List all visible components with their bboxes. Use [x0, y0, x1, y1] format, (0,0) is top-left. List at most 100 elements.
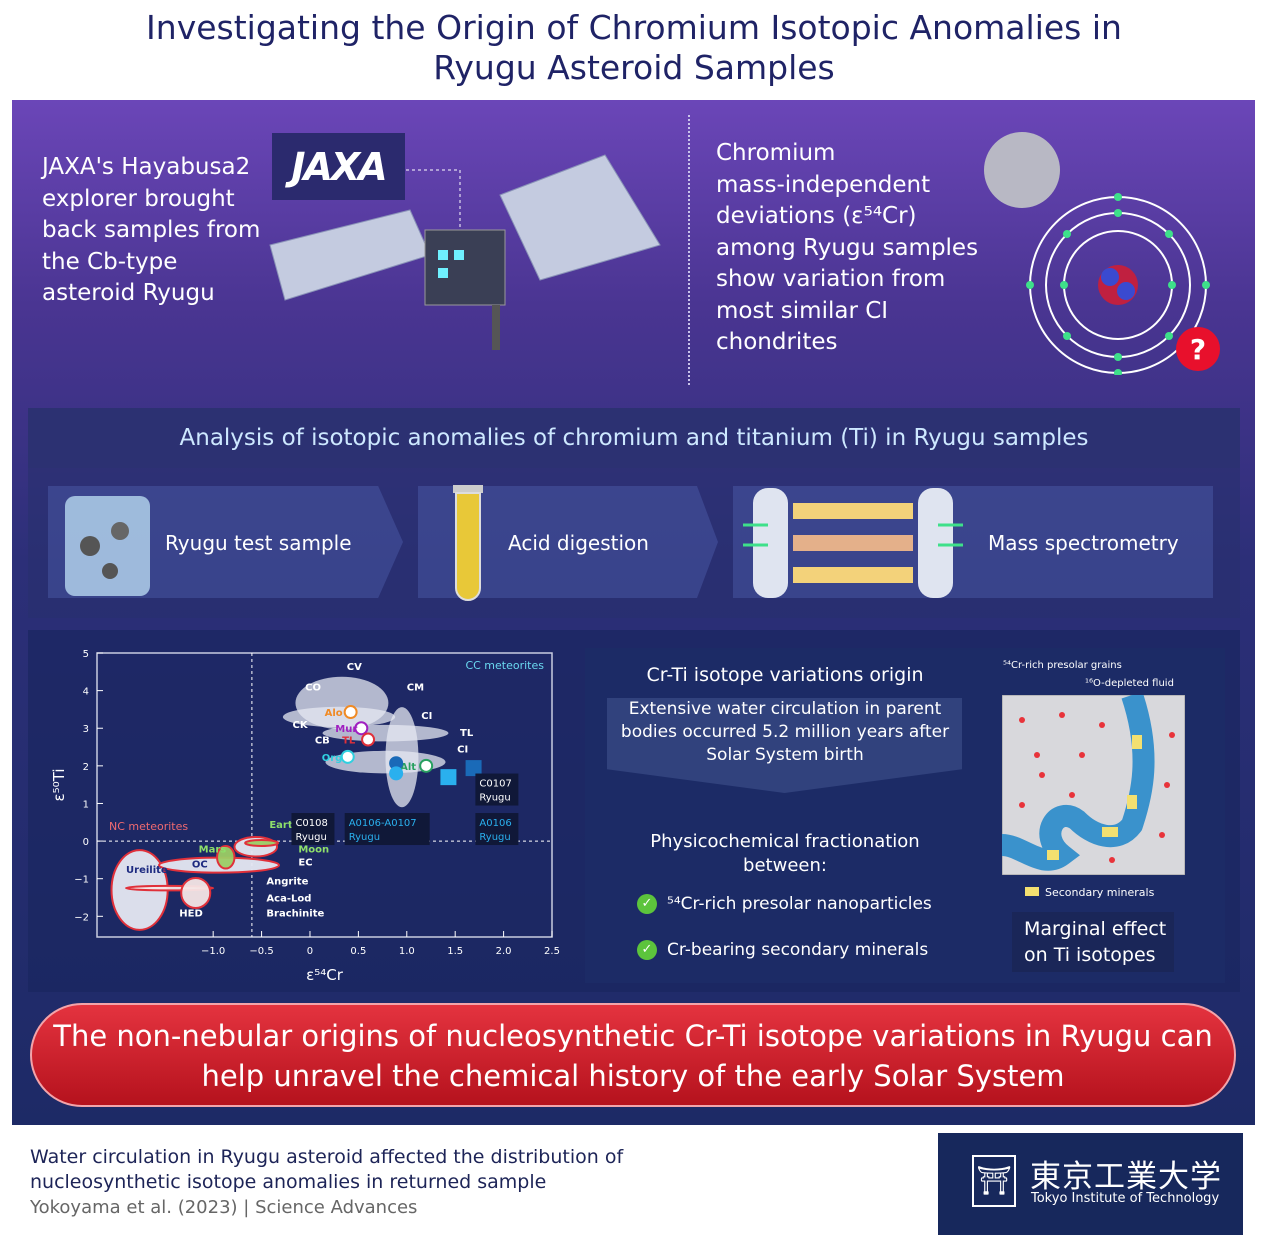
x-tick-label: 0.5: [350, 946, 366, 957]
mass-spectrometer-icon: [743, 488, 963, 598]
y-tick-label: 4: [83, 687, 89, 698]
region-label: Earth: [269, 820, 299, 831]
jaxa-logo: JAXA: [272, 133, 405, 200]
text-line: back samples from: [42, 217, 261, 243]
region-label: CM: [407, 683, 424, 694]
y-tick-label: 3: [83, 724, 89, 735]
text-line: among Ryugu samples: [716, 234, 979, 261]
text-line: Chromium: [716, 140, 836, 166]
section-divider: [688, 115, 690, 385]
citation: Yokoyama et al. (2023) | Science Advance…: [30, 1197, 418, 1218]
region-label: CV: [347, 662, 362, 673]
step-label: Mass spectrometry: [988, 531, 1179, 555]
title-line: Ryugu Asteroid Samples: [433, 48, 835, 87]
text-line: Physicochemical fractionation: [650, 831, 920, 852]
x-axis-label: ε⁵⁴Cr: [306, 966, 344, 984]
y-tick-label: 2: [83, 762, 89, 773]
sample-jar-icon: [65, 496, 150, 596]
x-tick-label: 2.5: [544, 946, 560, 957]
y-tick-label: −2: [74, 912, 89, 923]
region-earth: [244, 838, 280, 847]
conclusion-banner: The non-nebular origins of nucleosynthet…: [30, 1003, 1236, 1107]
spacecraft-icon: [269, 154, 661, 350]
component-label: TL: [342, 736, 356, 747]
text-line: Water circulation in Ryugu asteroid affe…: [30, 1146, 624, 1168]
text-line: between:: [743, 855, 827, 876]
question-mark: ?: [1190, 333, 1206, 366]
text-line: help unravel the chemical history of the…: [201, 1059, 1065, 1093]
asteroid-icon: [984, 132, 1060, 208]
cc-meteorites-label: CC meteorites: [465, 659, 544, 672]
component-point: [343, 705, 358, 720]
legend-secondary-minerals: Secondary minerals: [1025, 886, 1154, 899]
step-label: Acid digestion: [508, 531, 649, 555]
region-label: EC: [298, 858, 312, 869]
region-hed: [180, 876, 212, 910]
region-label: Brachinite: [266, 908, 324, 919]
ryugu-label-box: [291, 813, 335, 846]
text-line: The non-nebular origins of nucleosynthet…: [53, 1019, 1213, 1053]
text-line: asteroid Ryugu: [42, 280, 215, 306]
region-label: Moon: [298, 844, 329, 855]
test-tube-icon: [453, 485, 483, 601]
item-label: ⁵⁴Cr-rich presolar nanoparticles: [667, 894, 932, 914]
ryugu-point: [389, 756, 404, 771]
page-title: Investigating the Origin of Chromium Iso…: [0, 8, 1268, 88]
x-tick-label: −1.0: [201, 946, 225, 957]
text-line: most similar CI: [716, 297, 889, 324]
text-line: on Ti isotopes: [1024, 944, 1156, 966]
component-point: [354, 721, 369, 736]
component-point: [340, 749, 355, 764]
region-label: CB: [315, 735, 330, 746]
region-co: [282, 706, 396, 728]
region-cm: [385, 707, 419, 808]
x-tick-label: 1.0: [399, 946, 415, 957]
ryugu-point: [389, 766, 404, 781]
atom-icon: ?: [984, 132, 1220, 375]
ryugu-label: Ryugu: [349, 832, 380, 843]
nc-meteorites-label: NC meteorites: [109, 820, 188, 833]
plot-frame: [96, 652, 553, 938]
fluid-label: ¹⁶O-depleted fluid: [1085, 678, 1174, 689]
region-label: Aca-Lod: [266, 893, 311, 904]
region-label: TL: [460, 728, 474, 739]
text-line: bodies occurred 5.2 million years after: [620, 722, 950, 742]
check-icon: ✓: [637, 940, 657, 960]
x-tick-label: −0.5: [249, 946, 273, 957]
y-tick-label: 5: [83, 649, 89, 660]
component-label: Alo: [325, 708, 343, 719]
x-tick-label: 0: [307, 946, 313, 957]
text-line: the Cb-type: [42, 248, 178, 275]
text-line: Marginal effect: [1024, 918, 1167, 940]
item-label: Cr-bearing secondary minerals: [667, 940, 929, 960]
fractionation-text: Physicochemical fractionation between:: [585, 830, 985, 878]
ryugu-label: Ryugu: [479, 832, 510, 843]
ryugu-point: [465, 760, 482, 777]
region-label: CI: [457, 745, 468, 756]
region-label: OC: [192, 859, 208, 870]
ryugu-label: A0106-A0107: [349, 818, 417, 829]
region-label: HED: [179, 908, 203, 919]
region-label: CI: [421, 711, 432, 722]
text-line: mass-independent: [716, 171, 931, 198]
ryugu-label: Ryugu: [479, 793, 510, 804]
component-label: Org: [322, 753, 343, 764]
text-line: nucleosynthetic isotope anomalies in ret…: [30, 1171, 547, 1193]
grains-label: ⁵⁴Cr-rich presolar grains: [1003, 660, 1122, 671]
component-label: Alt: [400, 762, 416, 773]
text-line: JAXA's Hayabusa2: [42, 154, 251, 180]
ryugu-point: [440, 769, 457, 786]
component-label: Mur: [335, 724, 357, 735]
tokyo-tech-emblem-icon: ⛩: [972, 1155, 1016, 1207]
question-icon: [1176, 327, 1220, 371]
item-secondary: ✓ Cr-bearing secondary minerals: [637, 939, 928, 962]
component-point: [419, 758, 434, 773]
x-tick-label: 2.0: [496, 946, 512, 957]
region-label: Ureilite: [126, 865, 168, 876]
text-line: chondrites: [716, 329, 838, 355]
component-point: [361, 732, 376, 747]
logo-english: Tokyo Institute of Technology: [1031, 1191, 1220, 1206]
